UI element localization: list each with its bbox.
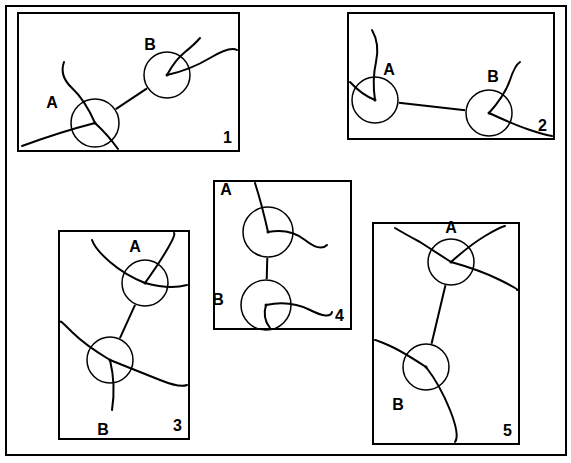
region-label: B bbox=[212, 292, 224, 308]
circle-outline bbox=[121, 259, 169, 307]
triple-junction bbox=[374, 99, 377, 102]
region-circle: B bbox=[402, 343, 450, 391]
circle-outline bbox=[351, 76, 399, 124]
triple-junction bbox=[267, 231, 270, 234]
figure-panel: 4AB bbox=[213, 180, 352, 330]
region-circle: A bbox=[351, 76, 399, 124]
triple-junction bbox=[109, 359, 112, 362]
boundary-connector bbox=[399, 103, 465, 111]
grain-boundaries bbox=[22, 30, 552, 442]
figure-panel: 2 A B bbox=[347, 12, 555, 140]
circle-outline bbox=[240, 279, 292, 331]
region-circle: A bbox=[242, 206, 294, 258]
panel-number: 2 bbox=[538, 118, 547, 134]
figure-panel: 3AB bbox=[58, 230, 190, 440]
triple-junction bbox=[488, 112, 491, 115]
region-label: A bbox=[383, 62, 395, 78]
figure-panel: 1AB bbox=[17, 12, 240, 152]
triple-junction bbox=[166, 74, 169, 77]
panel-number: 1 bbox=[223, 130, 232, 146]
region-circle: A bbox=[70, 98, 120, 148]
region-label: A bbox=[46, 95, 58, 111]
circle-outline bbox=[427, 238, 475, 286]
region-label: B bbox=[97, 422, 109, 438]
circle-outline bbox=[242, 206, 294, 258]
panel-number: 4 bbox=[335, 308, 344, 324]
circle-outline bbox=[143, 51, 191, 99]
triple-junction bbox=[94, 122, 97, 125]
region-label: A bbox=[220, 182, 232, 198]
boundary-connector bbox=[266, 258, 269, 279]
circle-outline bbox=[86, 336, 134, 384]
region-label: A bbox=[129, 239, 141, 255]
triple-junction bbox=[144, 282, 147, 285]
region-circle: B bbox=[86, 336, 134, 384]
boundary-connector bbox=[116, 88, 147, 109]
region-label: B bbox=[144, 37, 156, 53]
triple-junction bbox=[450, 261, 453, 264]
circle-outline bbox=[465, 89, 513, 137]
boundary-connector bbox=[120, 305, 135, 338]
region-label: B bbox=[487, 69, 499, 85]
circle-outline bbox=[70, 98, 120, 148]
triple-junction bbox=[265, 304, 268, 307]
boundary-connector bbox=[432, 285, 446, 343]
panel-number: 5 bbox=[503, 423, 512, 439]
region-circle: A bbox=[427, 238, 475, 286]
region-circle: B bbox=[465, 89, 513, 137]
region-label: B bbox=[392, 397, 404, 413]
outer-frame bbox=[6, 6, 566, 455]
region-circle: B bbox=[143, 51, 191, 99]
figure-panel: 5 A B bbox=[372, 222, 520, 445]
region-circle: B bbox=[240, 279, 292, 331]
circle-outline bbox=[402, 343, 450, 391]
panel-number: 3 bbox=[173, 418, 182, 434]
region-circle: A bbox=[121, 259, 169, 307]
triple-junction bbox=[425, 366, 428, 369]
region-label: A bbox=[445, 220, 457, 236]
